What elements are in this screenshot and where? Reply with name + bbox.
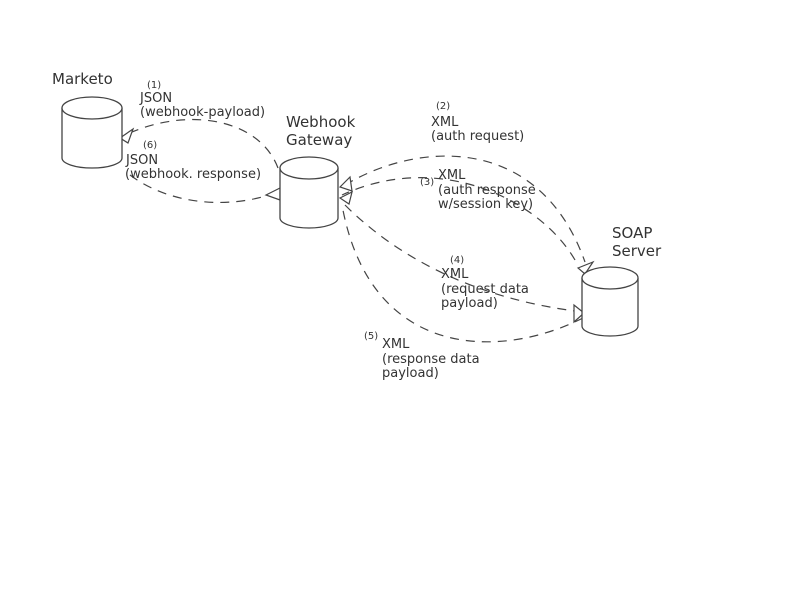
edge-6-step: (6) bbox=[143, 140, 158, 151]
arrowhead-to-soap-left bbox=[573, 303, 585, 324]
edge-5-desc: (response data bbox=[382, 352, 480, 367]
edge-6-desc: (webhook. response) bbox=[125, 167, 262, 182]
edge-3-desc2: w/session key) bbox=[438, 197, 534, 212]
edge-3-desc: (auth response bbox=[438, 183, 536, 198]
gateway-cylinder[interactable] bbox=[279, 156, 339, 229]
edge-4-format: XML bbox=[441, 267, 469, 282]
arrowhead-to-gateway-left bbox=[264, 187, 281, 201]
edge-3-format: XML bbox=[438, 168, 466, 183]
arrowhead-to-gateway-right-upper bbox=[338, 175, 353, 192]
edge-1-desc: (webhook-payload) bbox=[140, 105, 266, 120]
edge-4-step: (4) bbox=[450, 255, 465, 266]
gateway-title-line2: Gateway bbox=[286, 131, 353, 149]
edge-2-line bbox=[344, 155, 586, 263]
marketo-cylinder[interactable] bbox=[61, 96, 123, 169]
soap-title-line2: Server bbox=[612, 242, 662, 260]
edge-2-desc: (auth request) bbox=[431, 129, 525, 144]
arrowhead-to-soap-top bbox=[576, 260, 595, 275]
arrowhead-to-gateway-right-lower bbox=[338, 190, 353, 205]
marketo-title: Marketo bbox=[52, 70, 113, 88]
arrowhead-to-marketo bbox=[118, 127, 135, 144]
edge-4-line bbox=[344, 204, 584, 313]
edge-2-format: XML bbox=[431, 115, 459, 130]
edge-2-step: (2) bbox=[436, 101, 451, 112]
soap-title-line1: SOAP bbox=[612, 224, 653, 242]
edge-6-line bbox=[129, 174, 279, 204]
edge-3-line bbox=[341, 177, 576, 261]
edge-4-desc2: payload) bbox=[441, 296, 498, 311]
gateway-title-line1: Webhook bbox=[286, 113, 356, 131]
edge-1-step: (1) bbox=[147, 80, 162, 91]
edge-1-line bbox=[124, 118, 279, 169]
edge-5-step: (5) bbox=[364, 331, 379, 342]
edge-5-line bbox=[341, 204, 584, 343]
edge-6-format: JSON bbox=[126, 153, 159, 168]
edge-3-step: (3) bbox=[420, 177, 435, 188]
soap-cylinder[interactable] bbox=[581, 266, 639, 337]
edge-5-format: XML bbox=[382, 337, 410, 352]
edge-1-format: JSON bbox=[140, 91, 173, 106]
edge-4-desc: (request data bbox=[441, 282, 529, 297]
edge-5-desc2: payload) bbox=[382, 366, 439, 381]
